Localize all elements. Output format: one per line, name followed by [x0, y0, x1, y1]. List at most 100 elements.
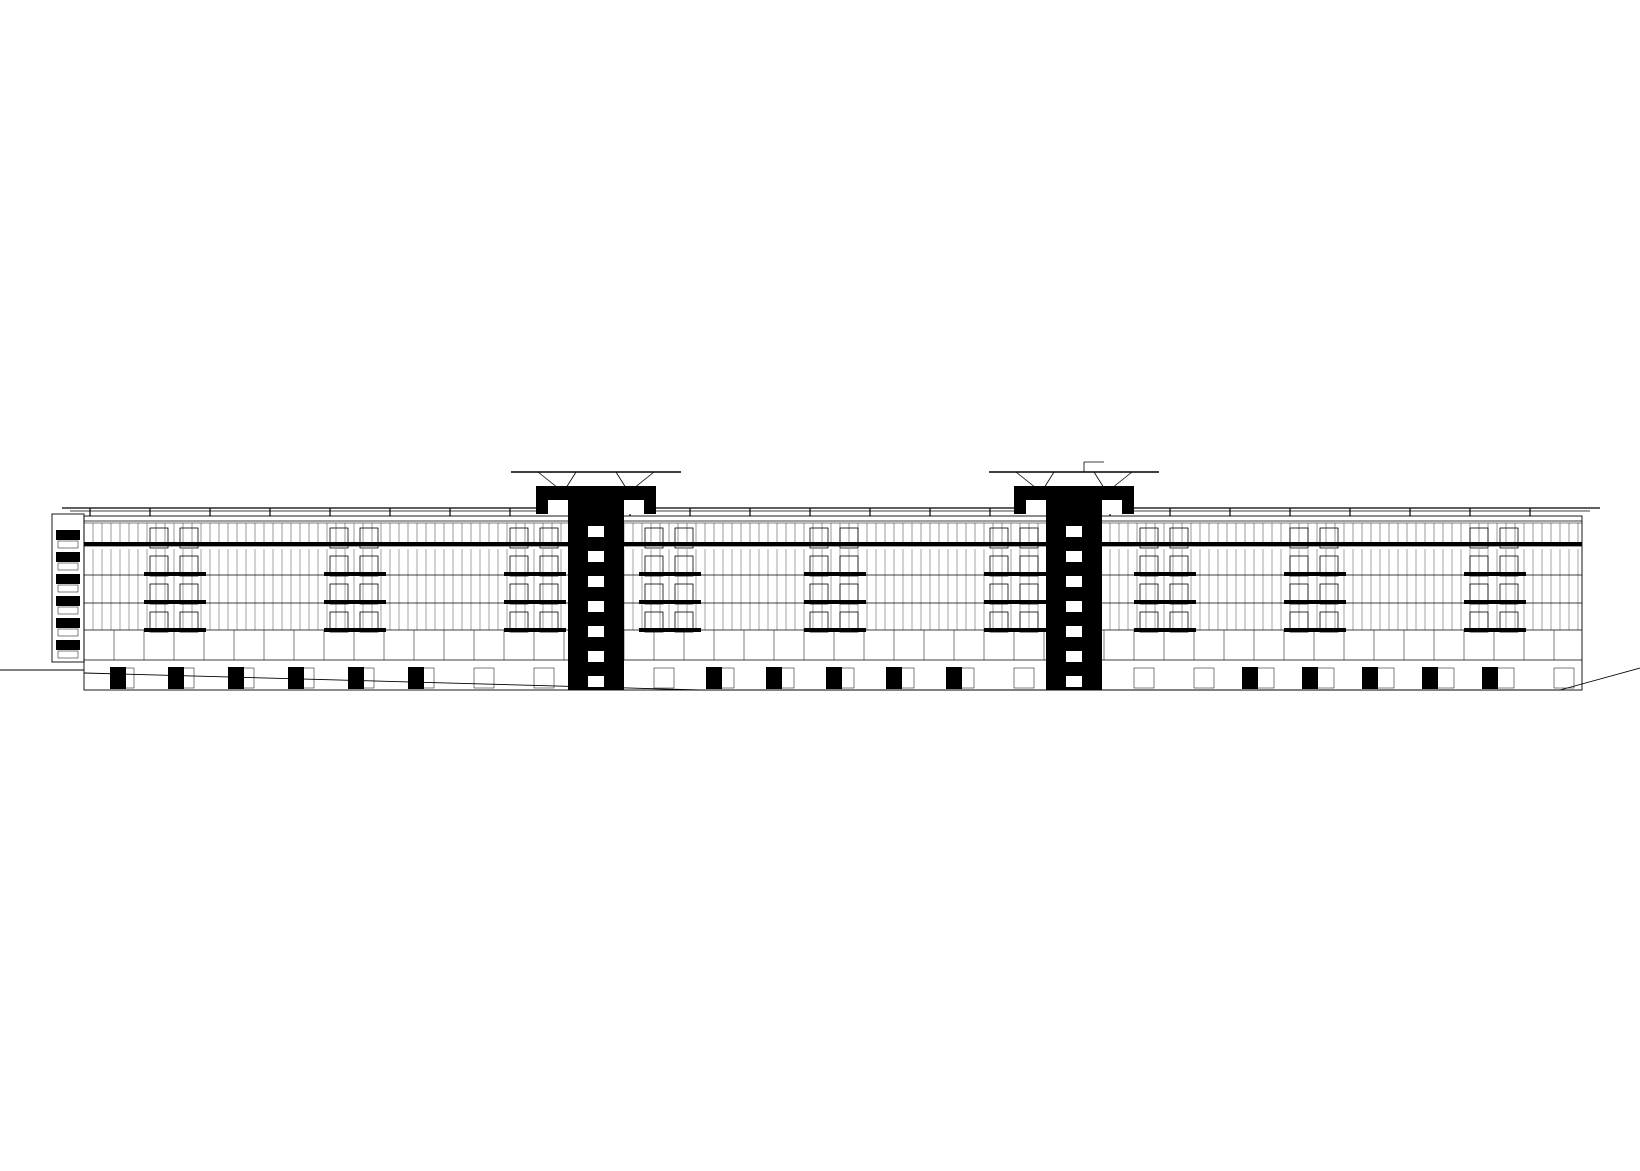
window [1139, 527, 1159, 549]
balcony-rail [1284, 600, 1346, 604]
shop-window [953, 667, 975, 689]
end-block-window [57, 562, 79, 571]
balcony-rail [1464, 600, 1526, 604]
shop-window [1133, 667, 1155, 689]
shop-window [1553, 667, 1575, 689]
tower-window [588, 601, 604, 612]
balcony-rail [1464, 572, 1526, 576]
window [1289, 527, 1309, 549]
window [1469, 527, 1489, 549]
shop-door [348, 667, 364, 689]
canopy-strut [1015, 471, 1037, 489]
ground-slope-right [1559, 667, 1640, 691]
shop-window [533, 667, 555, 689]
balcony-rail [1284, 572, 1346, 576]
shop-window [1373, 667, 1395, 689]
canopy-strut [537, 471, 559, 489]
window [989, 527, 1009, 549]
end-block-stripe [56, 552, 80, 562]
tower-window [1066, 651, 1082, 662]
shop-door [168, 667, 184, 689]
shop-door [110, 667, 126, 689]
end-block-stripe [56, 530, 80, 540]
window [674, 527, 694, 549]
end-block-window [57, 540, 79, 549]
shop-window [1013, 667, 1035, 689]
window [149, 527, 169, 549]
balcony-rail [639, 600, 701, 604]
tower-cap-inner [1046, 500, 1102, 510]
shop-window [1493, 667, 1515, 689]
tower-window [1066, 676, 1082, 687]
canopy-strut [565, 471, 577, 489]
shop-door [1242, 667, 1258, 689]
shop-window [233, 667, 255, 689]
canopy-strut [615, 471, 627, 489]
shop-window [893, 667, 915, 689]
balcony-rail [1134, 600, 1196, 604]
balcony-rail [1134, 628, 1196, 632]
balcony-rail [1464, 628, 1526, 632]
shop-window [1253, 667, 1275, 689]
balcony-rail [324, 572, 386, 576]
left-end-stair-block [51, 513, 85, 663]
tower-window [588, 551, 604, 562]
stair-towers [511, 461, 1159, 690]
balcony-rail [504, 628, 566, 632]
end-block-window [57, 650, 79, 659]
tower-window [1066, 626, 1082, 637]
canopy-strut [1111, 471, 1133, 489]
balcony-rail [984, 572, 1046, 576]
balcony-rail [639, 572, 701, 576]
shop-window [1433, 667, 1455, 689]
shop-window [653, 667, 675, 689]
window [1019, 527, 1039, 549]
shop-window [413, 667, 435, 689]
shop-window [173, 667, 195, 689]
balcony-rail [804, 628, 866, 632]
window [839, 527, 859, 549]
balcony-rail [504, 572, 566, 576]
end-block-window [57, 628, 79, 637]
shop-window [473, 667, 495, 689]
balcony-rail [144, 572, 206, 576]
window [809, 527, 829, 549]
balcony-rail [144, 600, 206, 604]
window [359, 527, 379, 549]
stair-tower [511, 471, 681, 690]
end-block-window [57, 584, 79, 593]
end-block-outline [51, 513, 85, 663]
upper-band-solid [84, 542, 1582, 546]
shop-window [353, 667, 375, 689]
facade-balconies [144, 527, 1526, 633]
balcony-rail [144, 628, 206, 632]
shop-window [1313, 667, 1335, 689]
balcony-rail [324, 628, 386, 632]
balcony-rail [984, 628, 1046, 632]
canopy-strut [1093, 471, 1105, 489]
balcony-rail [1134, 572, 1196, 576]
tower-cap-inner [568, 500, 624, 510]
tower-window [588, 626, 604, 637]
end-block-stripe [56, 640, 80, 650]
tower-window [588, 526, 604, 537]
window [1499, 527, 1519, 549]
shop-window [833, 667, 855, 689]
shop-window [1193, 667, 1215, 689]
balcony-rail [804, 572, 866, 576]
shop-door [288, 667, 304, 689]
window [329, 527, 349, 549]
tower-window [1066, 601, 1082, 612]
shop-window [293, 667, 315, 689]
shop-door [1362, 667, 1378, 689]
tower-window [1066, 551, 1082, 562]
balcony-rail [984, 600, 1046, 604]
shop-door [408, 667, 424, 689]
canopy-strut [1043, 471, 1055, 489]
window [509, 527, 529, 549]
balcony-rail [804, 600, 866, 604]
tower-window [588, 576, 604, 587]
shop-door [1422, 667, 1438, 689]
